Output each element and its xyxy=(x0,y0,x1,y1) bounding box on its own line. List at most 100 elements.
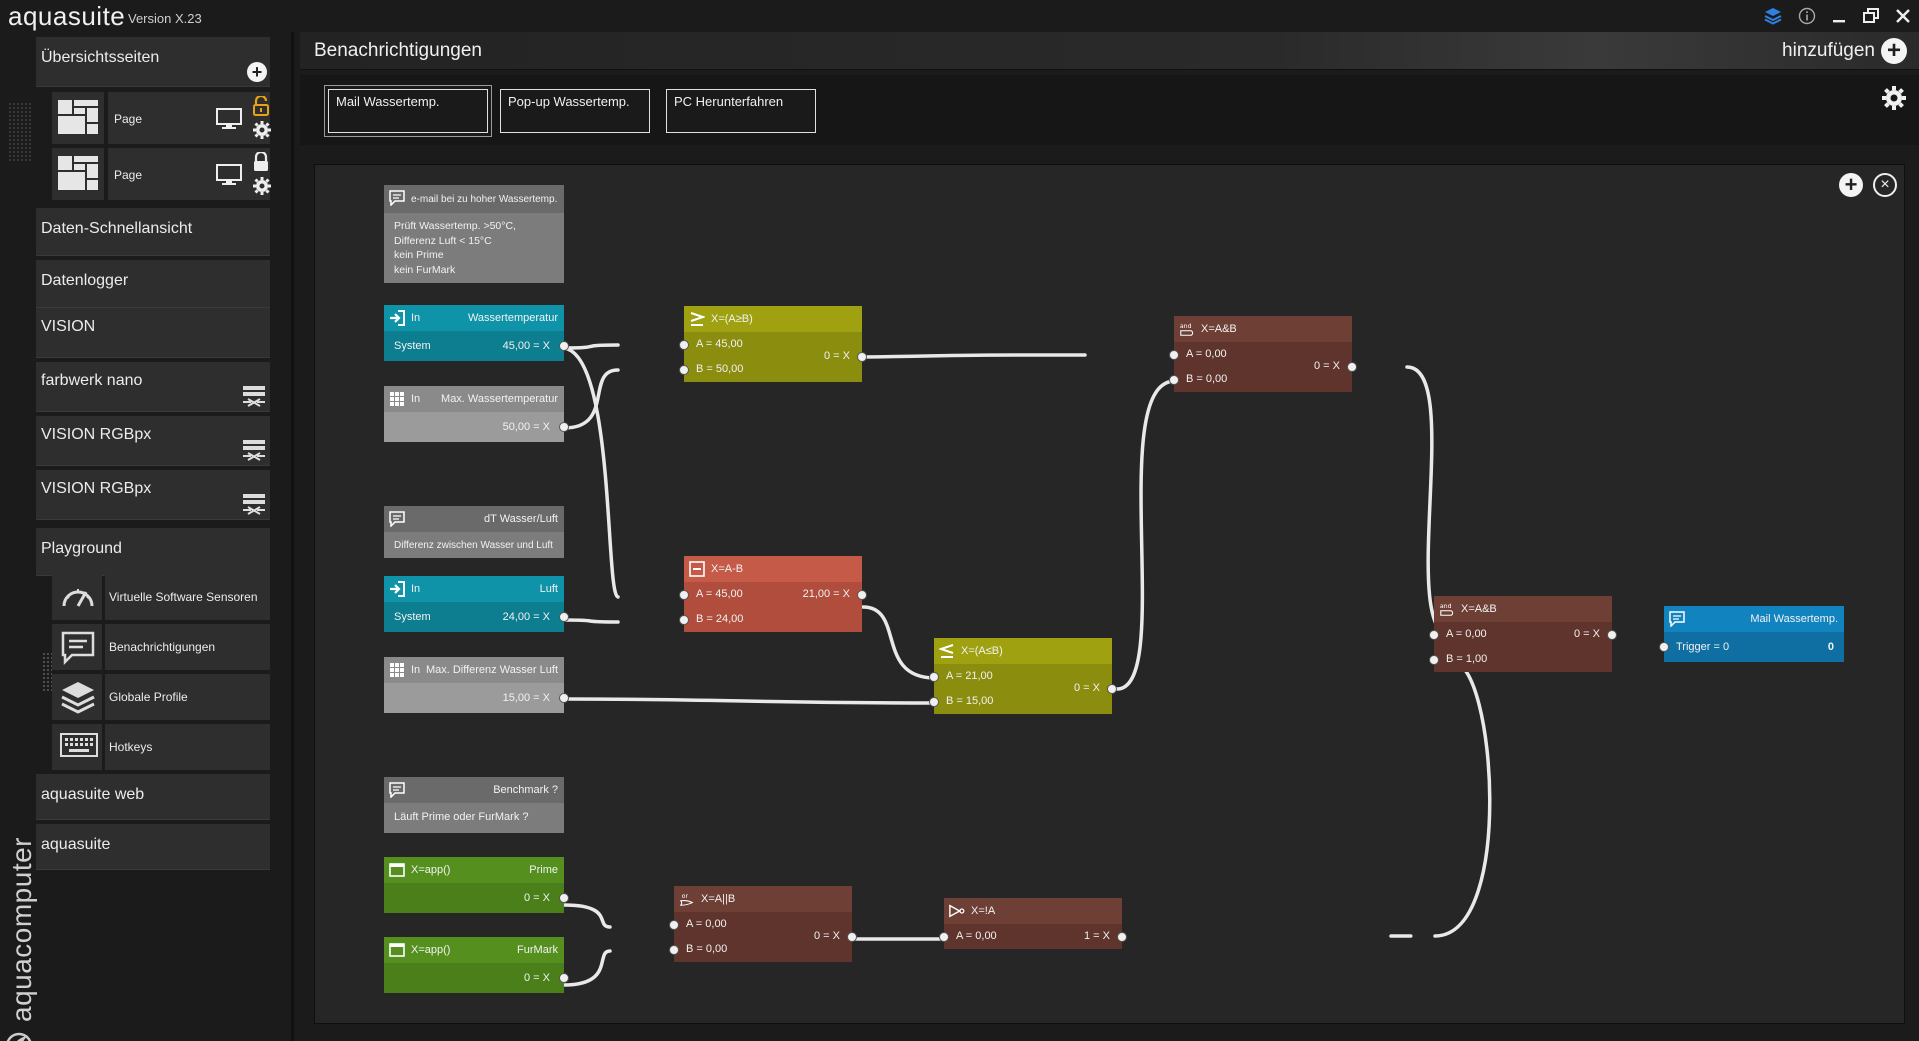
tab-popup-wassertemp[interactable]: Pop-up Wassertemp. xyxy=(500,89,650,133)
node-title: dT Wasser/Luft xyxy=(484,513,558,525)
node-output-value: 0 = X xyxy=(1074,682,1100,694)
sidebar-sub-notifications[interactable]: Benachrichtigungen xyxy=(52,624,270,670)
comment-node[interactable]: e-mail bei zu hoher Wassertemp. Prüft Wa… xyxy=(384,185,564,283)
sidebar-item-vision[interactable]: VISION xyxy=(36,308,270,358)
output-port[interactable] xyxy=(1117,932,1127,942)
settings-gear-icon[interactable] xyxy=(1881,85,1907,111)
output-port[interactable] xyxy=(559,973,569,983)
input-port-b[interactable] xyxy=(1169,375,1179,385)
output-port[interactable] xyxy=(559,693,569,703)
tab-mail-wassertemp[interactable]: Mail Wassertemp. xyxy=(328,89,488,133)
sidebar-sub-hotkeys[interactable]: Hotkeys xyxy=(52,724,270,770)
mail-notification-node[interactable]: Mail Wassertemp. Trigger = 0 0 xyxy=(1659,606,1844,662)
input-port-a[interactable] xyxy=(939,932,949,942)
output-port[interactable] xyxy=(1347,362,1357,372)
output-port[interactable] xyxy=(559,341,569,351)
monitor-icon[interactable] xyxy=(216,108,242,130)
add-node-button[interactable]: + xyxy=(1839,173,1863,197)
tab-label: Mail Wassertemp. xyxy=(336,94,440,109)
sidebar-item-farbwerk-nano[interactable]: farbwerk nano xyxy=(36,362,270,412)
sidebar-sub-global-profiles[interactable]: Globale Profile xyxy=(52,674,270,720)
input-port-a[interactable] xyxy=(1169,350,1179,360)
input-port-a[interactable] xyxy=(679,590,689,600)
gear-icon[interactable] xyxy=(252,120,272,140)
input-port-a[interactable] xyxy=(669,920,679,930)
close-canvas-button[interactable]: × xyxy=(1873,173,1897,197)
layers-icon[interactable] xyxy=(1761,4,1785,28)
comment-node[interactable]: dT Wasser/Luft Differenz zwischen Wasser… xyxy=(384,506,564,558)
logic-canvas[interactable]: + × xyxy=(314,164,1905,1024)
node-title: Benchmark ? xyxy=(493,784,558,796)
output-port[interactable] xyxy=(847,932,857,942)
page-entry[interactable]: Page xyxy=(52,148,272,200)
input-node-air-temp[interactable]: In Luft System 24,00 = X xyxy=(384,576,569,632)
input-port-b[interactable] xyxy=(1429,655,1439,665)
page-entry[interactable]: Page xyxy=(52,92,272,144)
comment-node[interactable]: Benchmark ? Läuft Prime oder FurMark ? xyxy=(384,777,564,833)
monitor-icon[interactable] xyxy=(216,164,242,186)
sidebar-item-playground[interactable]: Playground xyxy=(36,528,270,576)
constant-node-max-diff[interactable]: In Max. Differenz Wasser Luft 15,00 = X xyxy=(384,657,569,713)
input-port-a[interactable] xyxy=(1429,630,1439,640)
restore-icon[interactable] xyxy=(1859,4,1883,28)
input-port-b[interactable] xyxy=(679,615,689,625)
device-modules-icon xyxy=(243,440,265,461)
sidebar-item-vision-rgbpx-2[interactable]: VISION RGBpx xyxy=(36,470,270,520)
minimize-icon[interactable] xyxy=(1827,4,1851,28)
sidebar-item-data-quickview[interactable]: Daten-Schnellansicht xyxy=(36,208,270,256)
output-port[interactable] xyxy=(857,352,867,362)
input-port-b[interactable] xyxy=(679,365,689,375)
sidebar-item-label: Daten-Schnellansicht xyxy=(41,220,193,237)
output-port[interactable] xyxy=(857,590,867,600)
sidebar-item-aquasuite[interactable]: aquasuite xyxy=(36,824,270,870)
sidebar-item-label: farbwerk nano xyxy=(41,372,143,389)
sidebar-item-aquasuite-web[interactable]: aquasuite web xyxy=(36,774,270,820)
sidebar-item-label: VISION RGBpx xyxy=(41,480,152,497)
app-version: Version X.23 xyxy=(128,11,202,26)
sidebar-item-overview[interactable]: Übersichtsseiten + xyxy=(36,37,270,87)
add-page-icon[interactable]: + xyxy=(247,62,267,82)
input-port-a[interactable] xyxy=(929,672,939,682)
info-icon[interactable] xyxy=(1795,4,1819,28)
input-port-b[interactable] xyxy=(669,945,679,955)
keyboard-icon xyxy=(60,733,98,757)
sidebar-sub-label: Hotkeys xyxy=(109,740,153,754)
input-port-b[interactable] xyxy=(929,697,939,707)
tab-pc-herunterfahren[interactable]: PC Herunterfahren xyxy=(666,89,816,133)
input-node-water-temp[interactable]: In Wassertemperatur System 45,00 = X xyxy=(384,305,569,361)
lock-icon[interactable] xyxy=(252,152,270,172)
add-notification-label[interactable]: hinzufügen xyxy=(1782,40,1875,61)
input-port-a[interactable] xyxy=(679,340,689,350)
sidebar-sub-virtual-sensors[interactable]: Virtuelle Software Sensoren xyxy=(52,574,270,620)
sidebar-item-vision-rgbpx[interactable]: VISION RGBpx xyxy=(36,416,270,466)
lock-open-icon[interactable] xyxy=(252,96,270,116)
sidebar-item-label: VISION xyxy=(41,318,96,335)
sidebar-sub-label: Globale Profile xyxy=(109,690,188,704)
comment-line: Differenz Luft < 15°C xyxy=(394,234,492,247)
gear-icon[interactable] xyxy=(252,176,272,196)
sidebar-item-datalogger[interactable]: Datenlogger xyxy=(36,260,270,308)
app-node-prime[interactable]: X=app() Prime 0 = X xyxy=(384,857,569,913)
output-port[interactable] xyxy=(559,612,569,622)
trigger-input-port[interactable] xyxy=(1659,642,1669,652)
output-port[interactable] xyxy=(1107,684,1117,694)
constant-node-max-water-temp[interactable]: In Max. Wassertemperatur 50,00 = X xyxy=(384,386,569,442)
output-port[interactable] xyxy=(559,893,569,903)
app-node-furmark[interactable]: X=app() FurMark 0 = X xyxy=(384,937,569,993)
comment-line: Prüft Wassertemp. >50°C, xyxy=(394,220,516,232)
output-port[interactable] xyxy=(1607,630,1617,640)
add-notification-button[interactable]: + xyxy=(1881,38,1907,64)
output-port[interactable] xyxy=(559,422,569,432)
node-title: X=A&B xyxy=(1461,603,1497,615)
svg-text:and: and xyxy=(1180,323,1192,330)
input-b-value: B = 1,00 xyxy=(1446,653,1488,665)
close-icon[interactable] xyxy=(1891,4,1915,28)
node-output-value: 1 = X xyxy=(1084,930,1110,942)
